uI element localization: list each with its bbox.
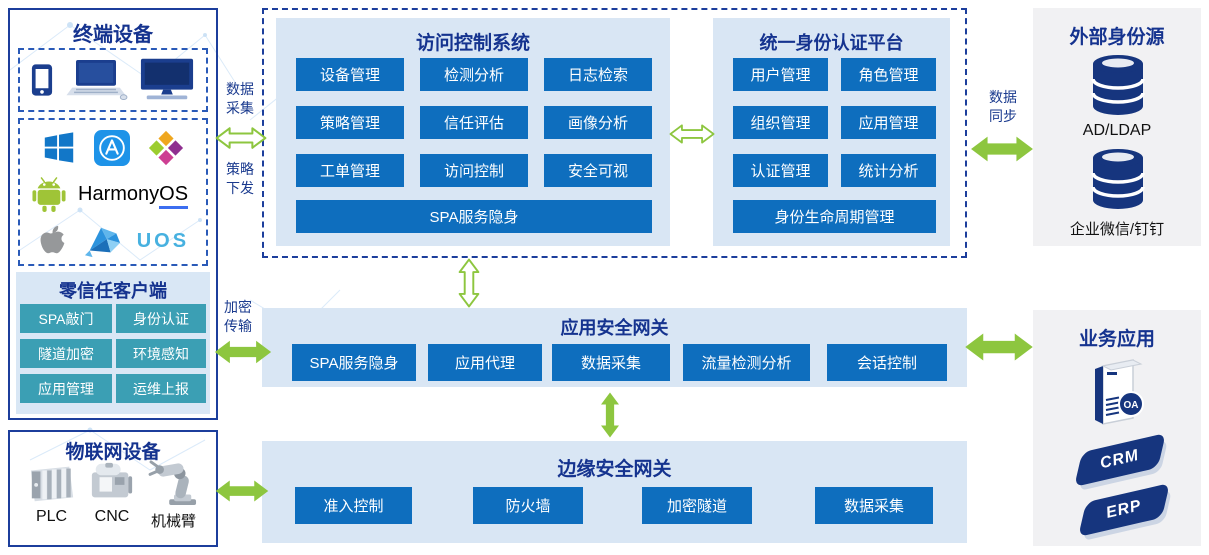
plc-icon [30, 466, 73, 502]
module-chip: 应用管理 [20, 374, 112, 403]
module-chip: 访问控制 [420, 154, 528, 187]
bidirectional-arrow-icon [963, 327, 1035, 367]
uos-logo: UOS [136, 229, 190, 252]
edge-gateway-title: 边缘安全网关 [557, 459, 672, 480]
module-chip: 隧道加密 [20, 339, 112, 368]
bidirectional-arrow-icon [214, 473, 270, 509]
module-chip: 统计分析 [841, 154, 936, 187]
module-chip: 工单管理 [296, 154, 404, 187]
erp-label: ERP [1104, 497, 1144, 522]
module-chip: 会话控制 [827, 344, 947, 381]
module-chip-wide: SPA服务隐身 [296, 200, 652, 233]
arrow-label-data-sync: 数据同步 [989, 89, 1017, 124]
module-chip: 防火墙 [473, 487, 583, 524]
identity-source-label: AD/LDAP [1082, 122, 1152, 139]
module-chip: 流量检测分析 [683, 344, 810, 381]
module-chip: SPA服务隐身 [292, 344, 416, 381]
module-chip: 认证管理 [733, 154, 828, 187]
module-chip: 检测分析 [420, 58, 528, 91]
module-chip-wide: 身份生命周期管理 [733, 200, 936, 233]
apple-icon [40, 225, 65, 254]
android-icon [32, 177, 66, 212]
iot-label: 机械臂 [150, 513, 196, 530]
os-group: HarmonyOS UOS [18, 118, 208, 266]
iot-devices-box: 物联网设备 PLC [8, 430, 218, 547]
terminal-devices-box: 终端设备 [8, 8, 218, 420]
deepin-icon [84, 227, 120, 258]
zero-trust-client-section: 零信任客户端 SPA敲门 身份认证 隧道加密 环境感知 应用管理 运维上报 [16, 272, 210, 414]
module-chip: 应用代理 [428, 344, 542, 381]
oa-server-icon: OA [1095, 359, 1144, 425]
bidirectional-arrow-icon [213, 335, 273, 369]
laptop-icon [66, 60, 128, 100]
module-chip: 环境感知 [116, 339, 206, 368]
identity-source-label: 企业微信/钉钉 [1069, 221, 1165, 238]
robot-arm-icon [148, 460, 196, 506]
module-chip: 用户管理 [733, 58, 828, 91]
app-gateway-bar: 应用安全网关 SPA服务隐身 应用代理 数据采集 流量检测分析 会话控制 [262, 308, 967, 387]
bidirectional-arrow-icon [450, 258, 488, 308]
app-gateway-title: 应用安全网关 [560, 318, 669, 338]
access-control-panel: 访问控制系统 设备管理 检测分析 日志检索 策略管理 信任评估 画像分析 工单管… [276, 18, 670, 246]
edge-gateway-bar: 边缘安全网关 准入控制 防火墙 加密隧道 数据采集 [262, 441, 967, 543]
module-chip: 组织管理 [733, 106, 828, 139]
module-chip: 策略管理 [296, 106, 404, 139]
crm-label: CRM [1098, 446, 1142, 473]
zero-trust-client-title: 零信任客户端 [59, 281, 167, 301]
module-chip: 安全可视 [544, 154, 652, 187]
module-chip: 角色管理 [841, 58, 936, 91]
centos-icon [148, 130, 184, 166]
module-chip: 运维上报 [116, 374, 206, 403]
erp-app-tile: ERP [1078, 482, 1170, 538]
iot-label: CNC [94, 508, 130, 525]
access-control-title: 访问控制系统 [415, 33, 530, 54]
cnc-icon [91, 462, 133, 498]
module-chip: SPA敲门 [20, 304, 112, 333]
control-plane-dashed-box [262, 8, 967, 258]
external-identity-title: 外部身份源 [1069, 27, 1165, 48]
bidirectional-arrow-icon [592, 391, 628, 439]
endpoint-devices-group [18, 48, 208, 112]
bidirectional-arrow-icon [669, 113, 715, 155]
module-chip: 数据采集 [815, 487, 933, 524]
iot-label: PLC [35, 508, 68, 525]
arrow-label-encrypted-transfer: 加密传输 [224, 299, 252, 334]
bidirectional-arrow-icon [215, 121, 267, 155]
identity-platform-panel: 统一身份认证平台 用户管理 角色管理 组织管理 应用管理 认证管理 统计分析 身… [713, 18, 950, 246]
business-apps-title: 业务应用 [1078, 329, 1155, 350]
module-chip: 日志检索 [544, 58, 652, 91]
terminal-devices-title: 终端设备 [73, 24, 153, 46]
module-chip: 画像分析 [544, 106, 652, 139]
windows-icon [41, 130, 77, 166]
smartphone-icon [31, 64, 53, 96]
arrow-label-data-collect: 数据采集 [226, 81, 254, 116]
appstore-icon [94, 130, 130, 166]
module-chip: 应用管理 [841, 106, 936, 139]
bidirectional-arrow-icon [969, 130, 1035, 168]
desktop-icon [140, 58, 194, 100]
database-icon [1091, 149, 1145, 209]
module-chip: 身份认证 [116, 304, 206, 333]
identity-platform-title: 统一身份认证平台 [759, 33, 904, 53]
module-chip: 加密隧道 [642, 487, 752, 524]
arrow-label-policy-dispatch: 策略下发 [226, 161, 254, 196]
module-chip: 准入控制 [295, 487, 412, 524]
crm-app-tile: CRM [1074, 432, 1166, 488]
external-identity-box: 外部身份源 AD/LDAP 企业微信/钉钉 [1033, 8, 1201, 246]
module-chip: 信任评估 [420, 106, 528, 139]
harmonyos-logo: HarmonyOS [78, 182, 189, 209]
svg-text:OA: OA [1124, 400, 1139, 411]
module-chip: 设备管理 [296, 58, 404, 91]
module-chip: 数据采集 [552, 344, 670, 381]
database-icon [1091, 55, 1145, 115]
business-apps-box: 业务应用 OA CRM ERP [1033, 310, 1201, 546]
iot-devices-title: 物联网设备 [65, 442, 161, 463]
